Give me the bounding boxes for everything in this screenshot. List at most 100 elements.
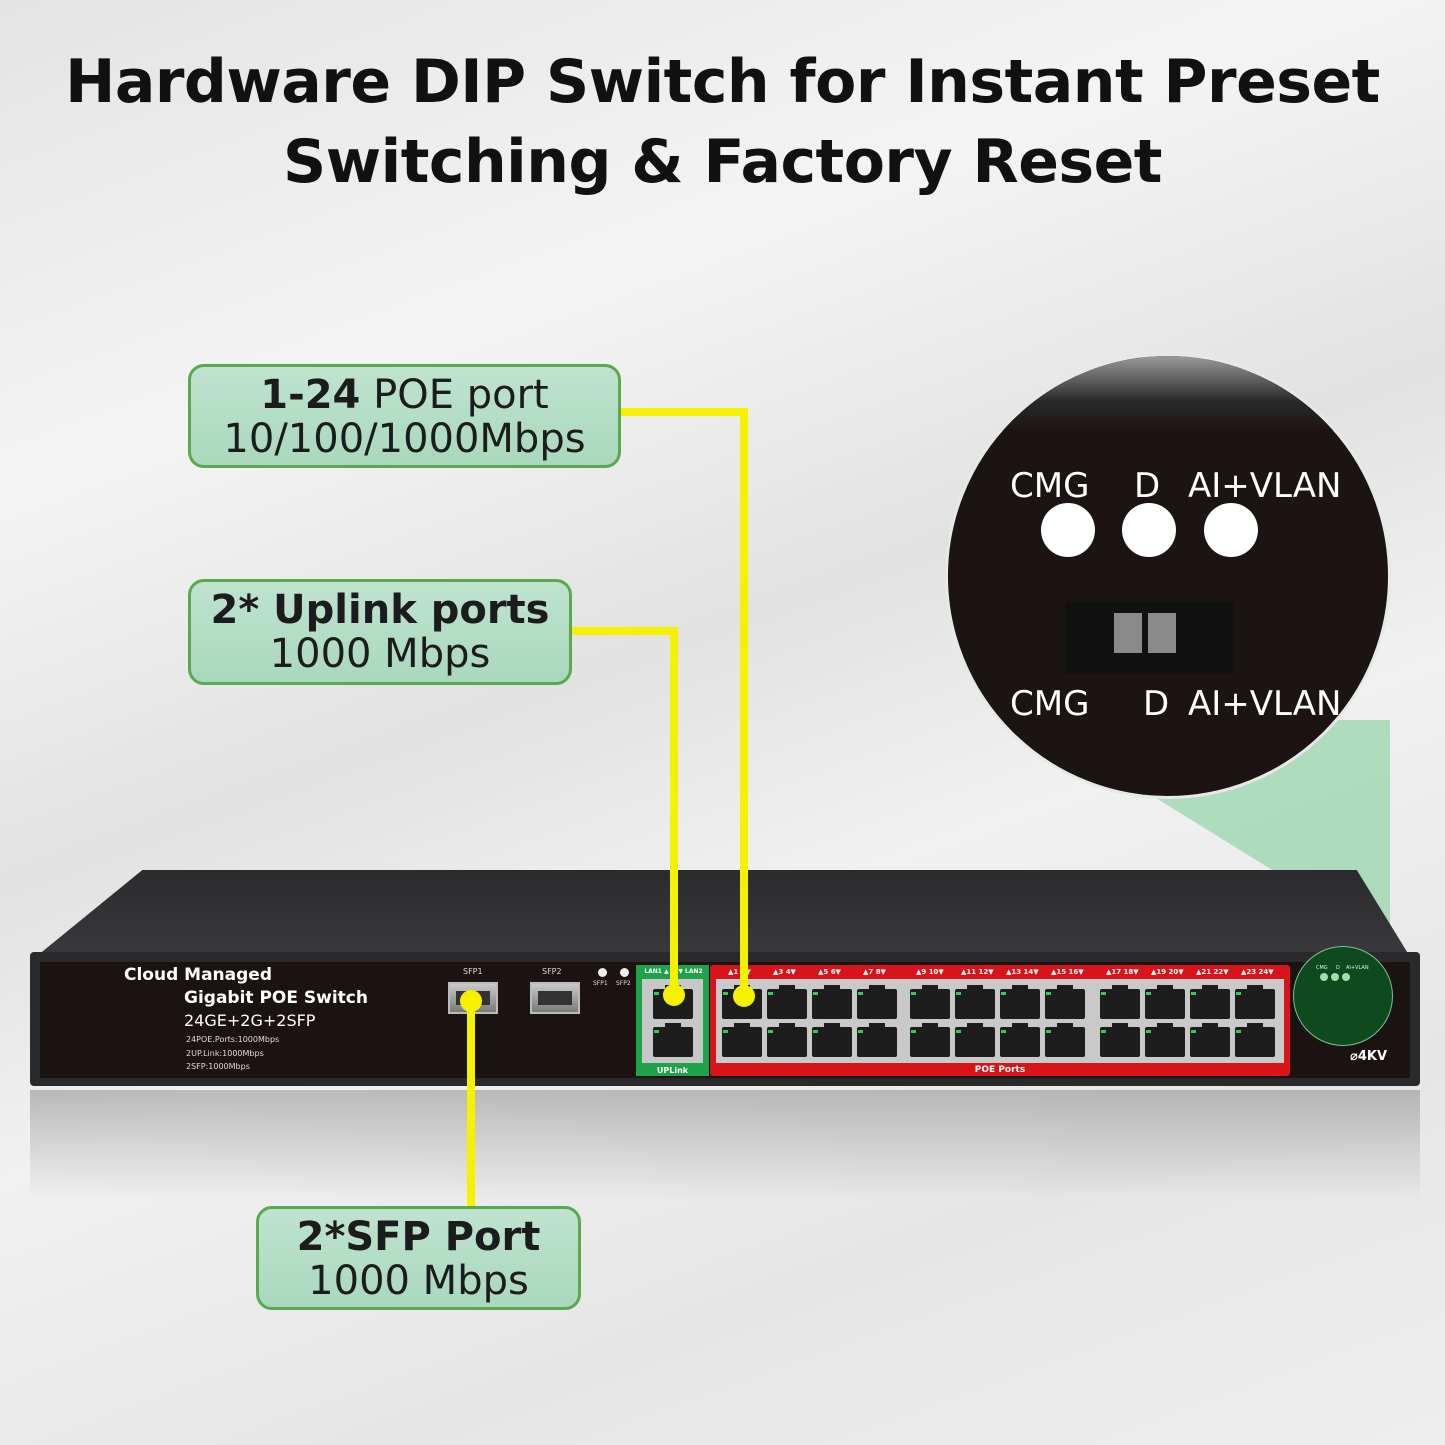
poe-port[interactable] — [1190, 1023, 1230, 1057]
mini-led-icon — [1320, 973, 1328, 981]
headline-line-2: Switching & Factory Reset — [282, 127, 1163, 197]
callout-poe-ports: 1-24 POE port 10/100/1000Mbps — [188, 364, 621, 468]
headline-line-1: Hardware DIP Switch for Instant Preset — [65, 47, 1380, 117]
poe-port[interactable] — [1045, 985, 1085, 1019]
poe-port[interactable] — [857, 985, 897, 1019]
spec-poe: 24POE.Ports:1000Mbps — [186, 1035, 280, 1044]
poe-port[interactable] — [812, 1023, 852, 1057]
poe-port[interactable] — [1235, 1023, 1275, 1057]
poe-pair-label: ▲3 4▼ — [773, 968, 796, 976]
mini-dip-label: D — [1336, 965, 1340, 971]
uplink-port-lan2[interactable] — [653, 1023, 693, 1057]
connector-poe-dot — [733, 985, 755, 1007]
brand-line-2: Gigabit POE Switch — [184, 988, 368, 1008]
poe-port[interactable] — [1100, 985, 1140, 1019]
dip-knob-1[interactable] — [1114, 613, 1142, 653]
led-ai-vlan-icon — [1204, 503, 1258, 557]
callout-poe-rest: POE port — [360, 372, 549, 418]
brand-line-1: Cloud Managed — [124, 965, 273, 985]
sfp1-led-label: SFP1 — [593, 980, 608, 987]
dip-bottom-label-ai-vlan: AI+VLAN — [1188, 684, 1342, 724]
poe-port[interactable] — [910, 985, 950, 1019]
callout-poe-speed: 10/100/1000Mbps — [223, 416, 586, 462]
connector-uplink-v — [670, 627, 678, 995]
mini-led-icon — [1331, 973, 1339, 981]
sfp2-led-icon — [620, 968, 629, 977]
poe-port[interactable] — [1045, 1023, 1085, 1057]
poe-port[interactable] — [857, 1023, 897, 1057]
poe-pair-label: ▲9 10▼ — [916, 968, 944, 976]
switch-reflection — [30, 1090, 1420, 1200]
callout-uplink-ports: 2* Uplink ports 1000 Mbps — [188, 579, 572, 685]
mini-dip-label: CMG — [1316, 965, 1328, 971]
sfp2-label: SFP2 — [542, 967, 562, 976]
callout-sfp-ports: 2*SFP Port 1000 Mbps — [256, 1206, 581, 1310]
callout-poe-bold: 1-24 — [260, 372, 361, 418]
dip-top-label-d: D — [1134, 466, 1161, 506]
dip-knob-2[interactable] — [1148, 613, 1176, 653]
model-label: 24GE+2G+2SFP — [184, 1011, 316, 1030]
mini-dip-highlight: CMG D AI+VLAN — [1293, 946, 1393, 1046]
dip-switch-zoom: CMG D AI+VLAN CMG D AI+VLAN — [945, 353, 1391, 799]
poe-port[interactable] — [955, 1023, 995, 1057]
callout-uplink-speed: 1000 Mbps — [269, 631, 491, 677]
dip-bottom-label-d: D — [1143, 684, 1170, 724]
switch-top-surface — [32, 870, 1412, 960]
lan1-label: LAN1 ▲ — [644, 968, 669, 975]
poe-port-bay — [716, 979, 1284, 1063]
connector-sfp-v — [467, 1000, 475, 1210]
lan2-label: ▼ LAN2 — [678, 968, 703, 975]
surge-rating-text: 4KV — [1357, 1049, 1388, 1064]
poe-port[interactable] — [1000, 985, 1040, 1019]
surge-rating: ⌀4KV — [1350, 1049, 1387, 1064]
poe-port[interactable] — [767, 1023, 807, 1057]
poe-pair-label: ▲1 2▼ — [728, 968, 751, 976]
connector-sfp-dot — [460, 990, 482, 1012]
poe-port[interactable] — [767, 985, 807, 1019]
callout-uplink-bold: 2* Uplink ports — [210, 587, 550, 633]
callout-sfp-bold: 2*SFP Port — [296, 1214, 541, 1260]
poe-pair-label: ▲17 18▼ — [1106, 968, 1139, 976]
spec-sfp: 2SFP:1000Mbps — [186, 1062, 250, 1071]
poe-pair-label: ▲15 16▼ — [1051, 968, 1084, 976]
sfp1-led-icon — [598, 968, 607, 977]
device-edge — [948, 356, 1388, 431]
callout-sfp-speed: 1000 Mbps — [308, 1258, 529, 1304]
sfp2-led-label: SFP2 — [616, 980, 631, 987]
poe-port[interactable] — [910, 1023, 950, 1057]
dip-top-label-ai-vlan: AI+VLAN — [1188, 466, 1342, 506]
connector-poe-v — [740, 408, 748, 996]
poe-port[interactable] — [812, 985, 852, 1019]
poe-port[interactable] — [1145, 1023, 1185, 1057]
poe-port[interactable] — [1145, 985, 1185, 1019]
poe-pair-label: ▲7 8▼ — [863, 968, 886, 976]
poe-pair-label: ▲13 14▼ — [1006, 968, 1039, 976]
led-cmg-icon — [1041, 503, 1095, 557]
connector-poe-h — [620, 408, 748, 416]
poe-pair-label: ▲23 24▼ — [1241, 968, 1274, 976]
dip-top-label-cmg: CMG — [1010, 466, 1090, 506]
headline: Hardware DIP Switch for Instant Preset S… — [0, 42, 1445, 202]
poe-port[interactable] — [1235, 985, 1275, 1019]
poe-port[interactable] — [1000, 1023, 1040, 1057]
poe-port[interactable] — [1190, 985, 1230, 1019]
poe-block: ▲1 2▼ ▲3 4▼ ▲5 6▼ ▲7 8▼ ▲9 10▼ ▲11 12▼ ▲… — [710, 965, 1290, 1076]
poe-port[interactable] — [722, 1023, 762, 1057]
poe-caption: POE Ports — [974, 1065, 1026, 1075]
poe-pair-label: ▲19 20▼ — [1151, 968, 1184, 976]
poe-pair-label: ▲5 6▼ — [818, 968, 841, 976]
led-d-icon — [1122, 503, 1176, 557]
poe-port[interactable] — [1100, 1023, 1140, 1057]
sfp1-label: SFP1 — [463, 967, 483, 976]
dip-bottom-label-cmg: CMG — [1010, 684, 1090, 724]
uplink-caption: UPLink — [656, 1066, 689, 1075]
connector-uplink-h — [570, 627, 678, 635]
poe-pair-label: ▲11 12▼ — [961, 968, 994, 976]
poe-port[interactable] — [955, 985, 995, 1019]
mini-led-icon — [1342, 973, 1350, 981]
dip-switch-icon[interactable] — [1066, 601, 1234, 674]
sfp2-port[interactable] — [530, 982, 580, 1014]
connector-uplink-dot — [663, 984, 685, 1006]
spec-uplink: 2UP.Link:1000Mbps — [186, 1049, 264, 1058]
poe-pair-label: ▲21 22▼ — [1196, 968, 1229, 976]
